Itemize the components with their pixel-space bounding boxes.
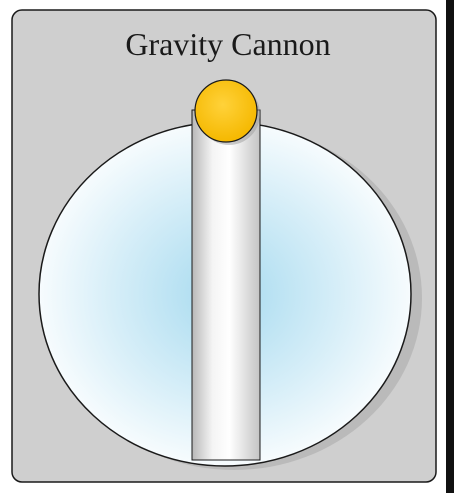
panel-title: Gravity Cannon <box>125 26 330 62</box>
cannonball-icon <box>195 80 257 142</box>
right-edge-rail <box>446 0 454 493</box>
cannon-tube <box>192 110 260 460</box>
